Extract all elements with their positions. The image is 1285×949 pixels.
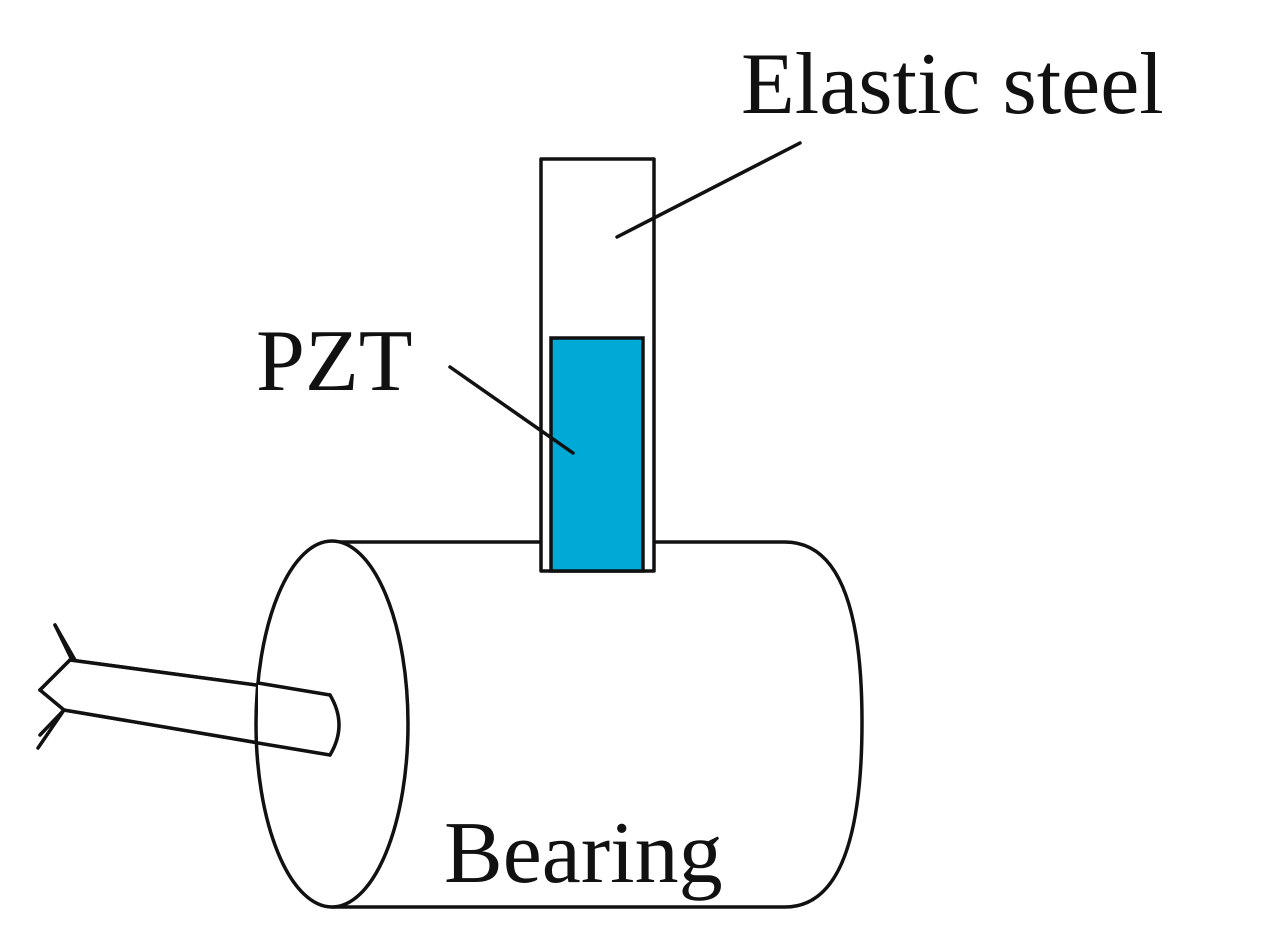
bearing-label: Bearing: [444, 805, 723, 902]
elastic-steel-label: Elastic steel: [741, 36, 1164, 133]
pzt-element: [549, 336, 645, 573]
pzt-leader: [448, 365, 575, 455]
shaft-end: [256, 681, 341, 757]
elastic-steel-leader: [615, 141, 802, 239]
bearing-cylinder: [254, 539, 864, 909]
pzt-label: PZT: [256, 313, 412, 410]
